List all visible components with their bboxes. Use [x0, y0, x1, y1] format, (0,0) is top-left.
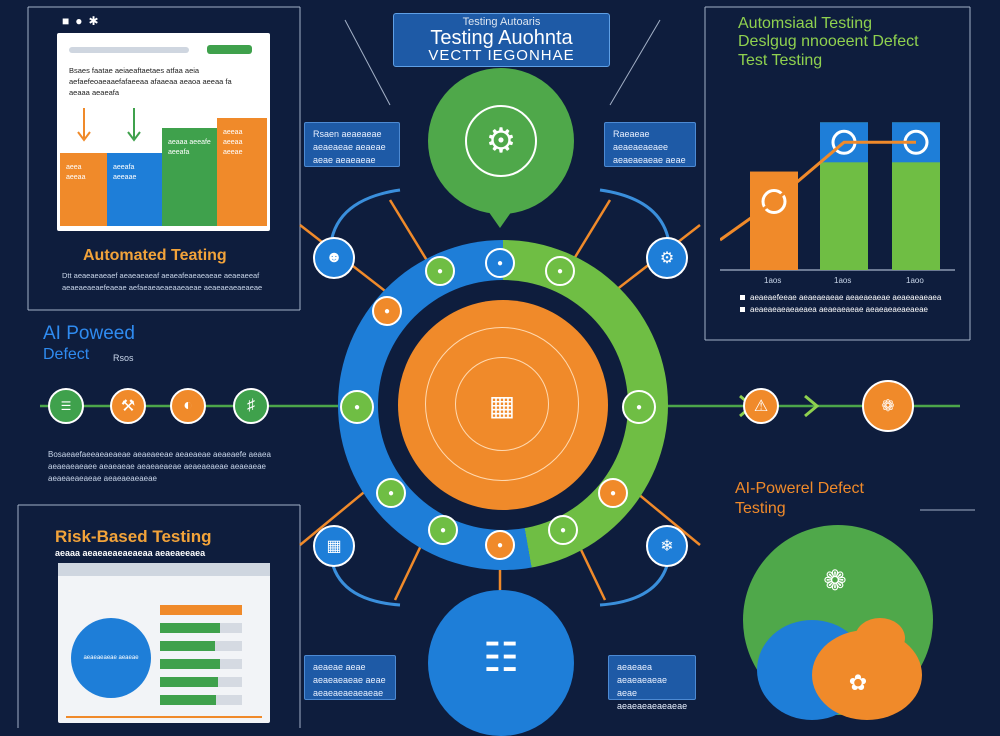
chip-icon[interactable]: ▦: [313, 525, 355, 567]
risk-bar: [160, 641, 215, 651]
left-paragraph: Bosaeaefaeeaeaeaeae aeaeaeeae aeaeaeae a…: [48, 450, 271, 483]
title-line-3: VECTT IEGONHAE: [428, 47, 575, 64]
cluster-icon: ✿: [848, 670, 868, 695]
card-bar: aeea aeeaa: [60, 153, 107, 226]
top-left-card: Bsaes faatae aeiaeaftaetaes atfaa aeia a…: [57, 33, 270, 231]
top-icons: ■●✱: [62, 14, 105, 28]
pie-label: aeaeaeaeae aeaeae: [83, 655, 139, 661]
legend-item: aeaeaefeeae aeaeaeaeae aeaeaeaeae aeaeae…: [740, 292, 941, 304]
server-icon: ☷: [483, 636, 519, 680]
bottom-bubble: [428, 590, 574, 736]
ring-node[interactable]: ●: [485, 248, 515, 278]
card-bar-label: aeaaa aeeafe aeeafa: [168, 139, 211, 156]
chart-x-label: 1aos: [764, 276, 782, 285]
automated-right-line1: Automsiaal Testing: [738, 15, 872, 32]
ai-powered-right-line2: Testing: [735, 500, 786, 517]
brain-icon: ❁: [823, 564, 847, 596]
card-bar-label: aeea aeeaa: [66, 164, 86, 181]
card-bar: aeeaa aeeaa aeeae: [217, 118, 267, 226]
core-ring-2: [455, 357, 549, 451]
info-box-right-top: Raeaeae aeaeaeaeaee aeaeaeaeae aeae: [604, 122, 696, 167]
venn-orange-small: [855, 618, 905, 658]
arrow-icons: [77, 108, 141, 142]
card-header-bar: [69, 47, 189, 53]
card-header-pill: [207, 45, 252, 54]
risk-bar-bg: [216, 695, 242, 705]
risk-bar-bg: [218, 677, 242, 687]
top-bubble-tail: [486, 208, 514, 228]
core-ring-1: [425, 327, 579, 481]
legend-item: aeaeaeaeaeaeaea aeaeaeaeae aeaeaeaeaeaea…: [740, 304, 941, 316]
chart-x-label: 1aos: [834, 276, 852, 285]
chart-legend: aeaeaefeeae aeaeaeaeae aeaeaeaeae aeaeae…: [740, 292, 941, 316]
ring-node[interactable]: ●: [372, 296, 402, 326]
risk-bar-bg: [215, 641, 242, 651]
document-icon[interactable]: ☰: [48, 388, 84, 424]
info-box-left-bottom: aeaeae aeae aeaeaeaeae aeae aeaeaeaeaeae…: [304, 655, 396, 700]
core-icon: ▦: [488, 389, 516, 421]
bottle-icon[interactable]: ♯: [233, 388, 269, 424]
automated-testing-heading: Automated Teating: [83, 247, 227, 264]
title-line-2: Testing Auohnta: [430, 27, 573, 49]
risk-bar-bg: [220, 623, 242, 633]
risk-bar: [160, 623, 220, 633]
warning-icon[interactable]: ⚠: [743, 388, 779, 424]
tool-icon[interactable]: ⚒: [110, 388, 146, 424]
cloud-icon: ●: [75, 14, 89, 28]
ai-powered-right-line1: AI-Powerel Defect: [735, 480, 864, 497]
card-footer-line: [66, 716, 262, 718]
ai-powered-left-line2: Defect: [43, 346, 90, 363]
risk-bar-bg: [220, 659, 242, 669]
card-bar-label: aeeaa aeeaa aeeae: [223, 129, 243, 156]
ring-node[interactable]: ●: [545, 256, 575, 286]
risk-based-heading: Risk-Based Testing: [55, 527, 212, 546]
chart-x-label: 1aoo: [906, 276, 924, 285]
right-bar-chart: [720, 122, 955, 271]
info-box-right-bottom: aeaeaea aeaeaeaeae aeae aeaeaeaeaeaeae: [608, 655, 696, 711]
chart-trend-line: [720, 140, 916, 242]
robot-icon[interactable]: ☻: [313, 237, 355, 279]
camera-icon: ■: [62, 14, 76, 28]
risk-bar: [160, 605, 242, 615]
card-bar: aeeafa aeeaae: [107, 153, 162, 226]
risk-based-sub: aeaaa aeaeaeaeaeaeaa aeaeaeeaea: [55, 548, 206, 558]
risk-bar: [160, 659, 220, 669]
card-text: Bsaes faatae aeiaeaftaetaes atfaa aeia a…: [69, 66, 232, 97]
bowl-icon[interactable]: ◐: [170, 388, 206, 424]
card-toolbar: [58, 563, 270, 576]
ring-node[interactable]: ●: [485, 530, 515, 560]
ring-node[interactable]: ●: [622, 390, 656, 424]
title-line-1: Testing Autoaris: [462, 16, 541, 28]
info-box-left-top: Rsaen aeaeaeae aeaeaeae aeaeae aeae aeae…: [304, 122, 400, 167]
gears-icon[interactable]: ⚙: [646, 237, 688, 279]
brain-icon[interactable]: ❁: [862, 380, 914, 432]
ring-node[interactable]: ●: [425, 256, 455, 286]
risk-bar: [160, 695, 216, 705]
automated-testing-text: Dtt aeaeaeaeaef aeaeaeaeaf aeaeafeaeaeae…: [62, 271, 263, 292]
automated-right-line3: Test Testing: [738, 52, 823, 69]
legend-text: aeaeaeaeaeaeaea aeaeaeaeae aeaeaeaeaeaea…: [750, 305, 928, 314]
ai-powered-left-line1: AI Poweed: [43, 323, 135, 344]
gear-icon: ⚙: [465, 105, 537, 177]
card-bar-label: aeeafa aeeaae: [113, 164, 137, 181]
gear-icon: ✱: [88, 14, 105, 28]
legend-text: aeaeaefeeae aeaeaeaeae aeaeaeaeae aeaeae…: [750, 293, 942, 302]
legend-swatch: [740, 295, 745, 300]
ring-node[interactable]: ●: [340, 390, 374, 424]
title-box: Testing Autoaris Testing Auohnta VECTT I…: [393, 13, 610, 67]
risk-based-card: aeaeaeaeae aeaeae: [58, 563, 270, 723]
network-icon[interactable]: ❄: [646, 525, 688, 567]
card-bar: aeaaa aeeafe aeeafa: [162, 128, 217, 226]
pie-chart: [71, 618, 151, 698]
ring-node[interactable]: ●: [376, 478, 406, 508]
risk-bar: [160, 677, 218, 687]
ring-node[interactable]: ●: [598, 478, 628, 508]
ring-node[interactable]: ●: [548, 515, 578, 545]
automated-right-line2: Deslgug nnooeent Defect: [738, 33, 919, 50]
ring-node[interactable]: ●: [428, 515, 458, 545]
chart-bar-icon: [761, 189, 787, 215]
legend-swatch: [740, 307, 745, 312]
ai-powered-left-small: Rsos: [113, 353, 134, 363]
